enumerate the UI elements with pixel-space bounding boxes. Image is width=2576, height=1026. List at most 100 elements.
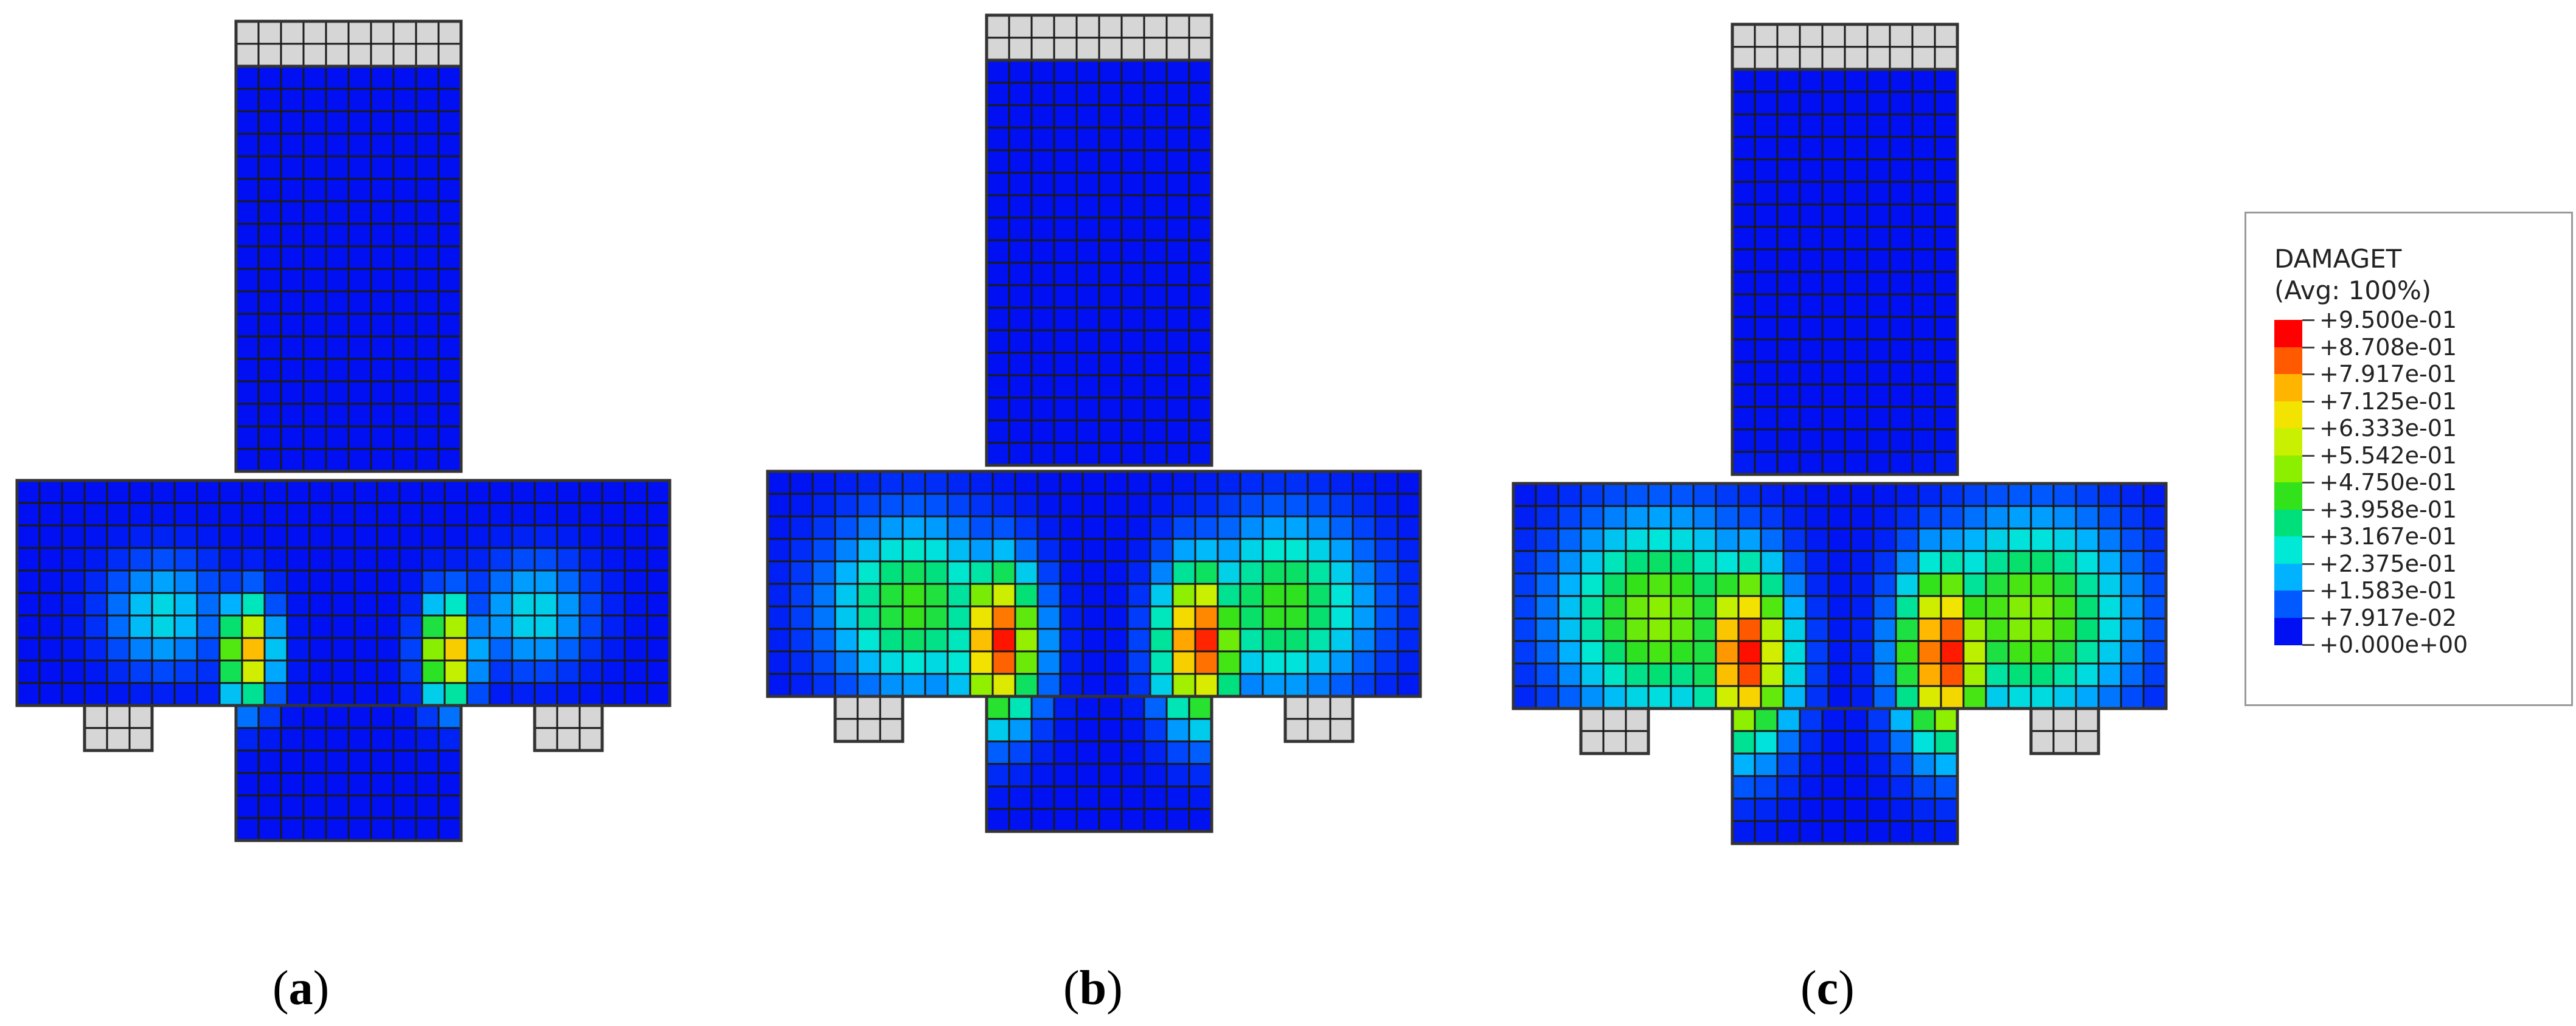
column-cell — [1030, 127, 1055, 151]
slab-cell — [466, 569, 491, 594]
slab-cell — [1535, 640, 1560, 665]
column-cell — [1776, 248, 1801, 273]
column-cell — [280, 817, 305, 842]
column-cell — [347, 110, 372, 135]
column-cell — [1889, 752, 1914, 777]
support-plate-cell — [1329, 695, 1354, 720]
column-cell — [1731, 271, 1756, 296]
slab-cell — [1329, 650, 1354, 675]
slab-cell — [398, 592, 423, 617]
column-cell — [235, 110, 260, 135]
slab-cell — [856, 673, 881, 698]
slab-cell — [623, 524, 648, 549]
column-cell — [415, 448, 440, 473]
slab-cell — [1194, 560, 1219, 585]
slab-cell — [173, 682, 198, 707]
column-cell — [235, 794, 260, 819]
column-cell — [1008, 149, 1033, 174]
slab-cell — [1715, 685, 1740, 710]
column-cell — [325, 200, 350, 225]
column-cell — [392, 65, 417, 90]
column-cell — [1098, 329, 1123, 354]
slab-cell — [901, 673, 926, 698]
support-plate-cell — [533, 704, 558, 729]
column-cell — [302, 794, 327, 819]
slab-cell — [511, 502, 536, 527]
slab-cell — [1535, 505, 1560, 530]
column-cell — [1776, 752, 1801, 777]
slab-cell — [969, 470, 994, 495]
slab-cell — [2142, 640, 2167, 665]
column-cell — [1821, 406, 1846, 431]
slab-cell — [106, 592, 131, 617]
panel-a-svg — [15, 19, 672, 842]
column-cell — [1008, 217, 1033, 241]
slab-cell — [1715, 617, 1740, 642]
support-plate-cell — [1602, 707, 1627, 732]
loading-plate-cell — [235, 43, 260, 68]
column-cell — [1889, 113, 1914, 138]
column-cell — [1866, 707, 1891, 732]
slab-cell — [856, 628, 881, 653]
slab-cell — [1059, 650, 1084, 675]
slab-cell — [811, 628, 836, 653]
column-cell — [1866, 775, 1891, 800]
column-cell — [1030, 419, 1055, 444]
column-cell — [1165, 352, 1190, 376]
column-cell — [257, 268, 282, 293]
slab-cell — [241, 524, 266, 549]
slab-cell — [1262, 583, 1286, 608]
column-cell — [1866, 406, 1891, 431]
column-cell — [1053, 149, 1078, 174]
loading-plate-cell — [257, 20, 282, 45]
column-cell — [1143, 397, 1168, 421]
slab-cell — [511, 614, 536, 639]
slab-cell — [2030, 505, 2055, 530]
column-cell — [257, 290, 282, 315]
slab-cell — [1760, 685, 1785, 710]
slab-cell — [1036, 650, 1061, 675]
column-cell — [1075, 352, 1100, 376]
column-cell — [392, 223, 417, 248]
slab-cell — [1217, 515, 1241, 540]
column-cell — [1143, 59, 1168, 84]
column-cell — [1165, 104, 1190, 129]
column-cell — [985, 149, 1010, 174]
slab-cell — [1850, 662, 1875, 687]
slab-cell — [646, 659, 671, 684]
column-cell — [325, 223, 350, 248]
column-cell — [370, 425, 395, 450]
slab-cell — [196, 547, 221, 572]
slab-cell — [646, 547, 671, 572]
column-cell — [235, 313, 260, 338]
slab-cell — [353, 547, 378, 572]
column-cell — [1889, 158, 1914, 183]
column-cell — [985, 194, 1010, 219]
slab-cell — [61, 547, 86, 572]
column-cell — [302, 380, 327, 405]
column-cell — [1188, 718, 1213, 743]
column-cell — [437, 178, 462, 203]
slab-cell — [2142, 505, 2167, 530]
column-cell — [1120, 329, 1145, 354]
slab-cell — [1374, 470, 1399, 495]
slab-cell — [511, 547, 536, 572]
column-cell — [1821, 451, 1846, 476]
slab-cell — [1580, 527, 1605, 552]
column-cell — [985, 284, 1010, 309]
column-cell — [325, 245, 350, 270]
slab-cell — [623, 682, 648, 707]
slab-cell — [1580, 595, 1605, 620]
column-cell — [347, 88, 372, 113]
support-plate-cell — [128, 727, 153, 752]
slab-cell — [991, 583, 1016, 608]
column-cell — [1030, 718, 1055, 743]
loading-plate-cell — [280, 43, 305, 68]
slab-cell — [1014, 650, 1039, 675]
slab-cell — [1850, 550, 1875, 575]
column-cell — [1754, 226, 1779, 251]
column-cell — [235, 200, 260, 225]
slab-cell — [488, 637, 513, 662]
column-cell — [1143, 81, 1168, 106]
column-cell — [1165, 217, 1190, 241]
